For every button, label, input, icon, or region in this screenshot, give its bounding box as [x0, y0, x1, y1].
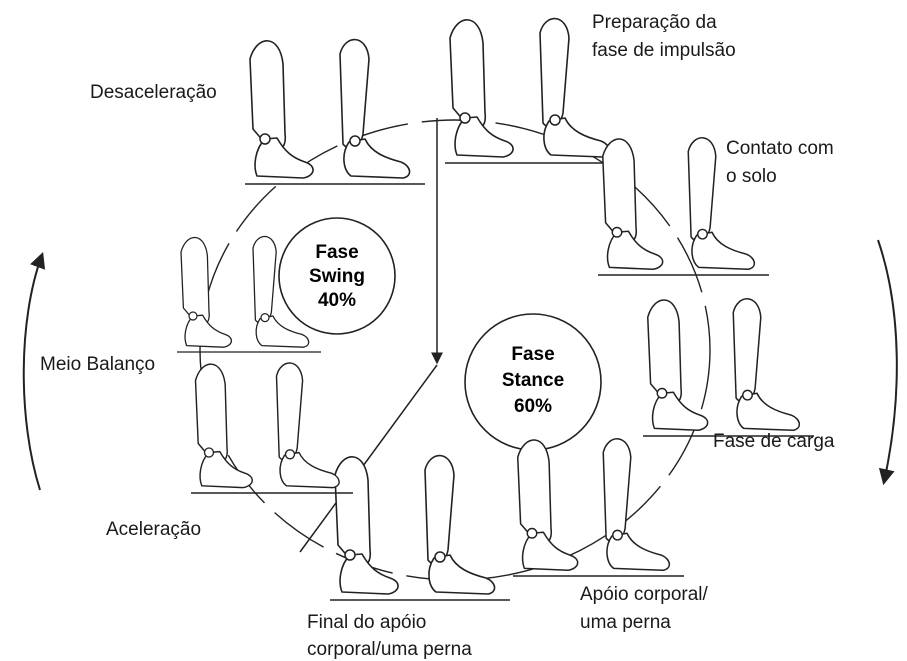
walking-legs-icon: [512, 438, 685, 577]
stance-phase-title: Fase: [511, 344, 554, 365]
stance-phase-badge: Fase Stance 60%: [464, 313, 602, 451]
label-preparacao: Preparação da fase de impulsão: [592, 12, 736, 61]
stance-phase-percent: 60%: [514, 396, 552, 417]
label-desaceleracao: Desaceleração: [90, 82, 217, 103]
arrow-counterclockwise-icon: [22, 251, 46, 491]
label-meio-balanco: Meio Balanço: [40, 354, 155, 375]
label-final-apoio: Final do apóio corporal/uma perna: [307, 612, 472, 660]
phase-divider: [299, 118, 443, 553]
label-aceleracao: Aceleração: [106, 519, 201, 540]
walking-legs-icon: [642, 298, 815, 437]
swing-phase-badge: Fase Swing 40%: [278, 217, 396, 335]
label-contato: Contato com o solo: [726, 138, 839, 187]
arrow-clockwise-icon: [877, 239, 898, 486]
label-fase-carga: Fase de carga: [713, 431, 835, 452]
stance-phase-subtitle: Stance: [502, 370, 564, 391]
walking-legs-icon: [244, 38, 426, 185]
swing-phase-title: Fase: [315, 242, 358, 263]
swing-phase-subtitle: Swing: [309, 266, 365, 287]
walking-legs-icon: [190, 362, 354, 494]
swing-phase-percent: 40%: [318, 290, 356, 311]
label-apoio-corporal: Apóio corporal/ uma perna: [580, 584, 713, 633]
